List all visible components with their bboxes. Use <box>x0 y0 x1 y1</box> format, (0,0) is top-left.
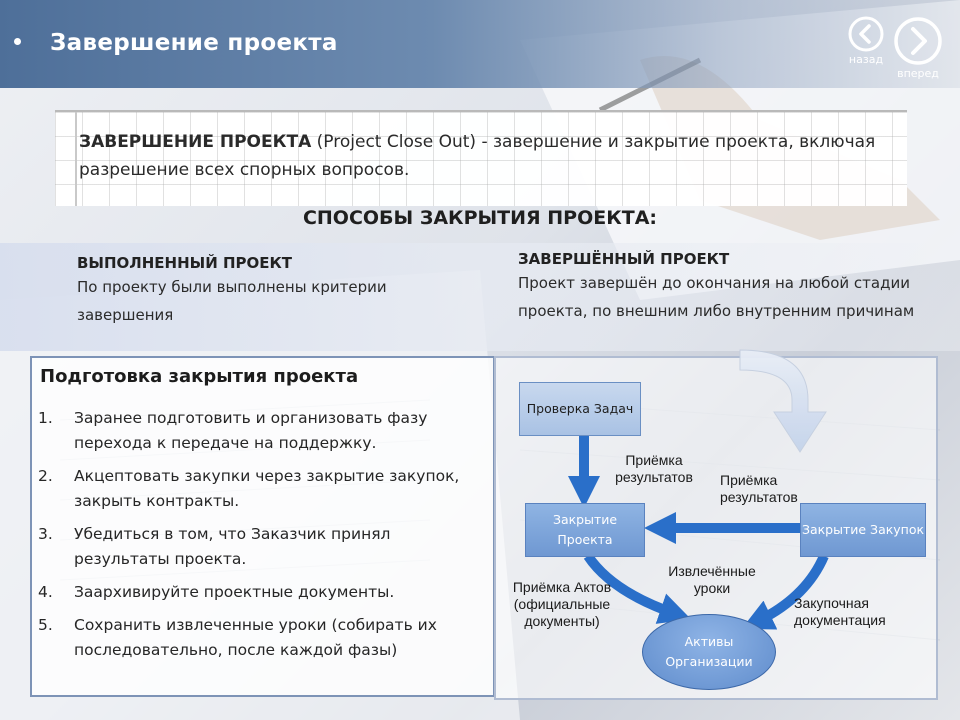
definition-text: ЗАВЕРШЕНИЕ ПРОЕКТА (Project Close Out) -… <box>79 128 889 184</box>
slide-title: Завершение проекта <box>50 30 338 56</box>
method-terminated: ЗАВЕРШЁННЫЙ ПРОЕКТ Проект завершён до ок… <box>518 250 918 325</box>
step-number: 3. <box>38 525 53 543</box>
definition-box: ЗАВЕРШЕНИЕ ПРОЕКТА (Project Close Out) -… <box>55 110 907 206</box>
step-text: Убедиться в том, что Заказчик принял рез… <box>74 525 391 568</box>
step-number: 4. <box>38 583 53 601</box>
list-item: 3. Убедиться в том, что Заказчик принял … <box>38 522 488 572</box>
slide-header: Завершение проекта <box>0 0 960 88</box>
step-text: Заархивируйте проектные документы. <box>74 583 395 601</box>
nav-back-label: назад <box>848 53 884 66</box>
org-assets-line-2: Организации <box>665 654 753 669</box>
method-heading: ЗАВЕРШЁННЫЙ ПРОЕКТ <box>518 250 730 268</box>
list-item: 2. Акцептовать закупки через закрытие за… <box>38 464 488 514</box>
org-assets-line-1: Активы <box>684 634 734 649</box>
chevron-left-icon <box>848 16 884 52</box>
org-assets-ellipse: Активы Организации <box>642 614 776 690</box>
label-procurement-docs: Закупочная документация <box>794 595 886 628</box>
method-text: Проект завершён до окончания на любой ст… <box>518 274 915 320</box>
project-close-line-1: Закрытие <box>552 512 618 527</box>
nav-forward-button[interactable]: вперед <box>893 16 943 80</box>
procurement-close-box: Закрытие Закупок <box>800 503 926 557</box>
task-check-box: Проверка Задач <box>519 382 641 436</box>
method-completed: ВЫПОЛНЕННЫЙ ПРОЕКТ По проекту были выпол… <box>77 254 457 329</box>
step-number: 2. <box>38 467 53 485</box>
project-close-line-2: Проекта <box>557 532 613 547</box>
task-check-label: Проверка Задач <box>526 401 634 416</box>
step-text: Сохранить извлеченные уроки (собирать их… <box>74 616 437 659</box>
nav-back-button[interactable]: назад <box>848 16 884 66</box>
definition-body: - завершение и закрытие проекта, включая… <box>79 132 876 180</box>
list-item: 4. Заархивируйте проектные документы. <box>38 580 488 605</box>
definition-term: ЗАВЕРШЕНИЕ ПРОЕКТА <box>79 132 312 152</box>
label-acceptance-results: Приёмка результатов <box>615 452 693 485</box>
procurement-close-label: Закрытие Закупок <box>801 522 925 537</box>
list-item: 1. Заранее подготовить и организовать фа… <box>38 406 488 456</box>
project-close-label: Закрытие Проекта <box>553 510 617 550</box>
step-number: 1. <box>38 409 53 427</box>
methods-band <box>0 243 960 351</box>
preparation-panel: Подготовка закрытия проекта 1. Заранее п… <box>30 356 495 697</box>
label-lessons-learned: Извлечённые уроки <box>668 563 756 596</box>
chevron-right-icon <box>894 17 942 65</box>
nav-forward-label: вперед <box>897 67 939 80</box>
definition-term-en: (Project Close Out) <box>316 132 477 152</box>
preparation-title: Подготовка закрытия проекта <box>40 366 359 387</box>
method-heading: ВЫПОЛНЕННЫЙ ПРОЕКТ <box>77 254 293 272</box>
list-item: 5. Сохранить извлеченные уроки (собирать… <box>38 613 488 663</box>
methods-title: СПОСОБЫ ЗАКРЫТИЯ ПРОЕКТА: <box>302 207 658 229</box>
label-acceptance-acts: Приёмка Актов (официальные документы) <box>512 579 612 629</box>
step-text: Акцептовать закупки через закрытие закуп… <box>74 467 460 510</box>
project-close-box: Закрытие Проекта <box>525 503 645 557</box>
preparation-steps: 1. Заранее подготовить и организовать фа… <box>38 406 488 671</box>
step-text: Заранее подготовить и организовать фазу … <box>74 409 428 452</box>
method-text: По проекту были выполнены критерии завер… <box>77 278 387 324</box>
bullet-dot <box>14 38 21 45</box>
label-acceptance-results-2: Приёмка результатов <box>720 472 798 505</box>
step-number: 5. <box>38 616 53 634</box>
